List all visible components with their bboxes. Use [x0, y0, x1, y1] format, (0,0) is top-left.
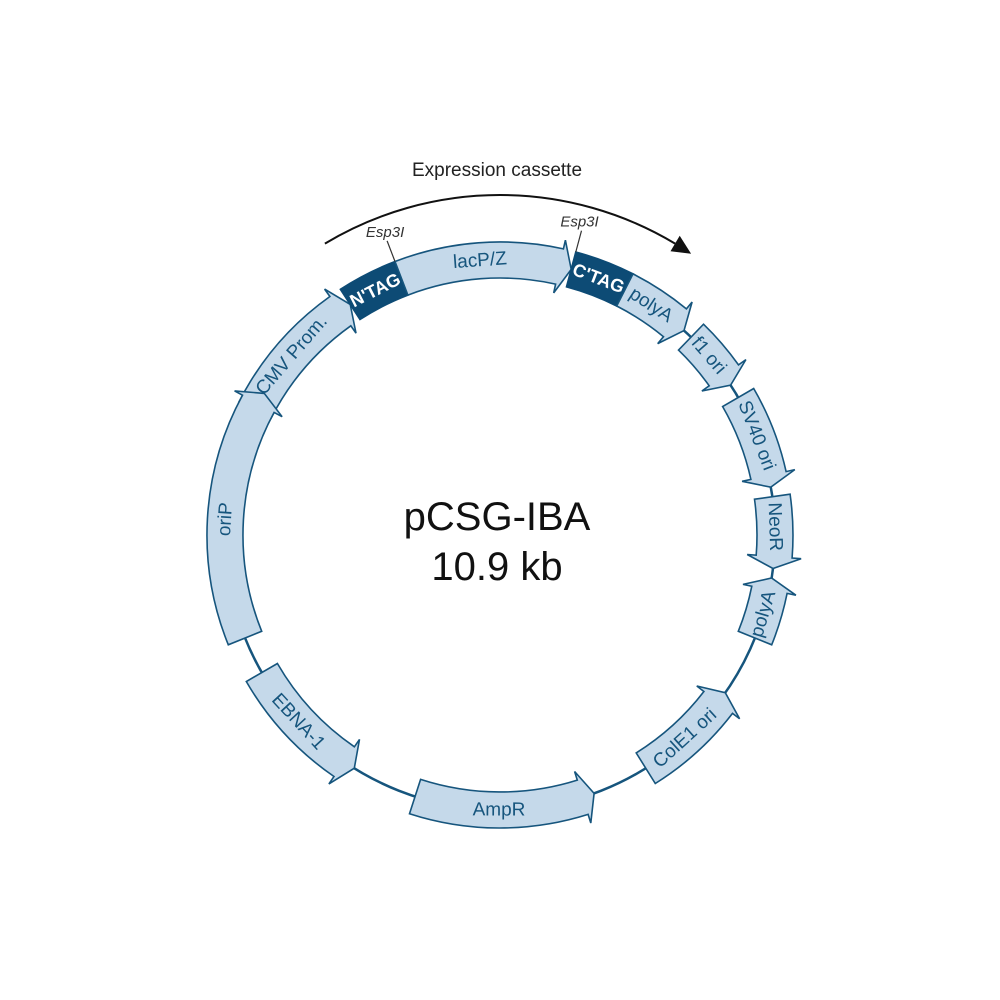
expression-cassette-label: Expression cassette: [412, 160, 582, 181]
site-tick-esp3i-1: [386, 240, 396, 262]
feature-neor: NeoR: [746, 493, 802, 570]
feature-ampr: AmpR: [408, 770, 595, 829]
feature-shape-cole1-ori: [635, 685, 741, 785]
plasmid-name: pCSG-IBA: [404, 495, 591, 539]
feature-shape-ebna-1: [245, 662, 361, 785]
feature-sv40-ori: SV40 ori: [721, 387, 796, 489]
feature-label-ampr: AmpR: [473, 799, 526, 820]
feature-ebna-1: EBNA-1: [245, 662, 361, 785]
site-label-esp3i-1: Esp3I: [366, 224, 404, 241]
feature-label-cmv-prom: CMV Prom.: [252, 311, 332, 399]
site-esp3i-2: Esp3I: [560, 214, 599, 253]
site-esp3i-1: Esp3I: [366, 224, 404, 262]
feature-shape-polya-2: [737, 577, 797, 646]
feature-label-neor: NeoR: [764, 502, 786, 551]
feature-shape-sv40-ori: [721, 387, 796, 489]
expression-cassette: Expression cassette: [324, 160, 692, 254]
feature-shape-orip: [206, 390, 283, 646]
expression-cassette-arc: [324, 194, 676, 245]
feature-cole1-ori: ColE1 ori: [635, 685, 741, 785]
feature-polya-1: polyA: [615, 272, 693, 345]
feature-shape-ampr: [408, 770, 595, 829]
plasmid-size: 10.9 kb: [431, 545, 562, 589]
restriction-sites-layer: Esp3I Esp3I: [366, 214, 599, 262]
feature-shape-f1-ori: [677, 323, 747, 392]
expression-cassette-arrowhead: [670, 235, 692, 254]
feature-orip: oriP: [206, 390, 283, 646]
feature-polya-2: polyA: [737, 577, 797, 646]
feature-shape-polya-1: [615, 272, 693, 345]
site-tick-esp3i-2: [575, 230, 583, 253]
feature-lacpz: lacP/Z: [393, 240, 573, 297]
site-label-esp3i-2: Esp3I: [560, 214, 598, 231]
feature-shape-neor: [746, 493, 802, 570]
feature-label-orip: oriP: [214, 502, 237, 537]
feature-label-lacpz: lacP/Z: [452, 248, 508, 273]
feature-shape-cmv-prom: [237, 288, 357, 420]
